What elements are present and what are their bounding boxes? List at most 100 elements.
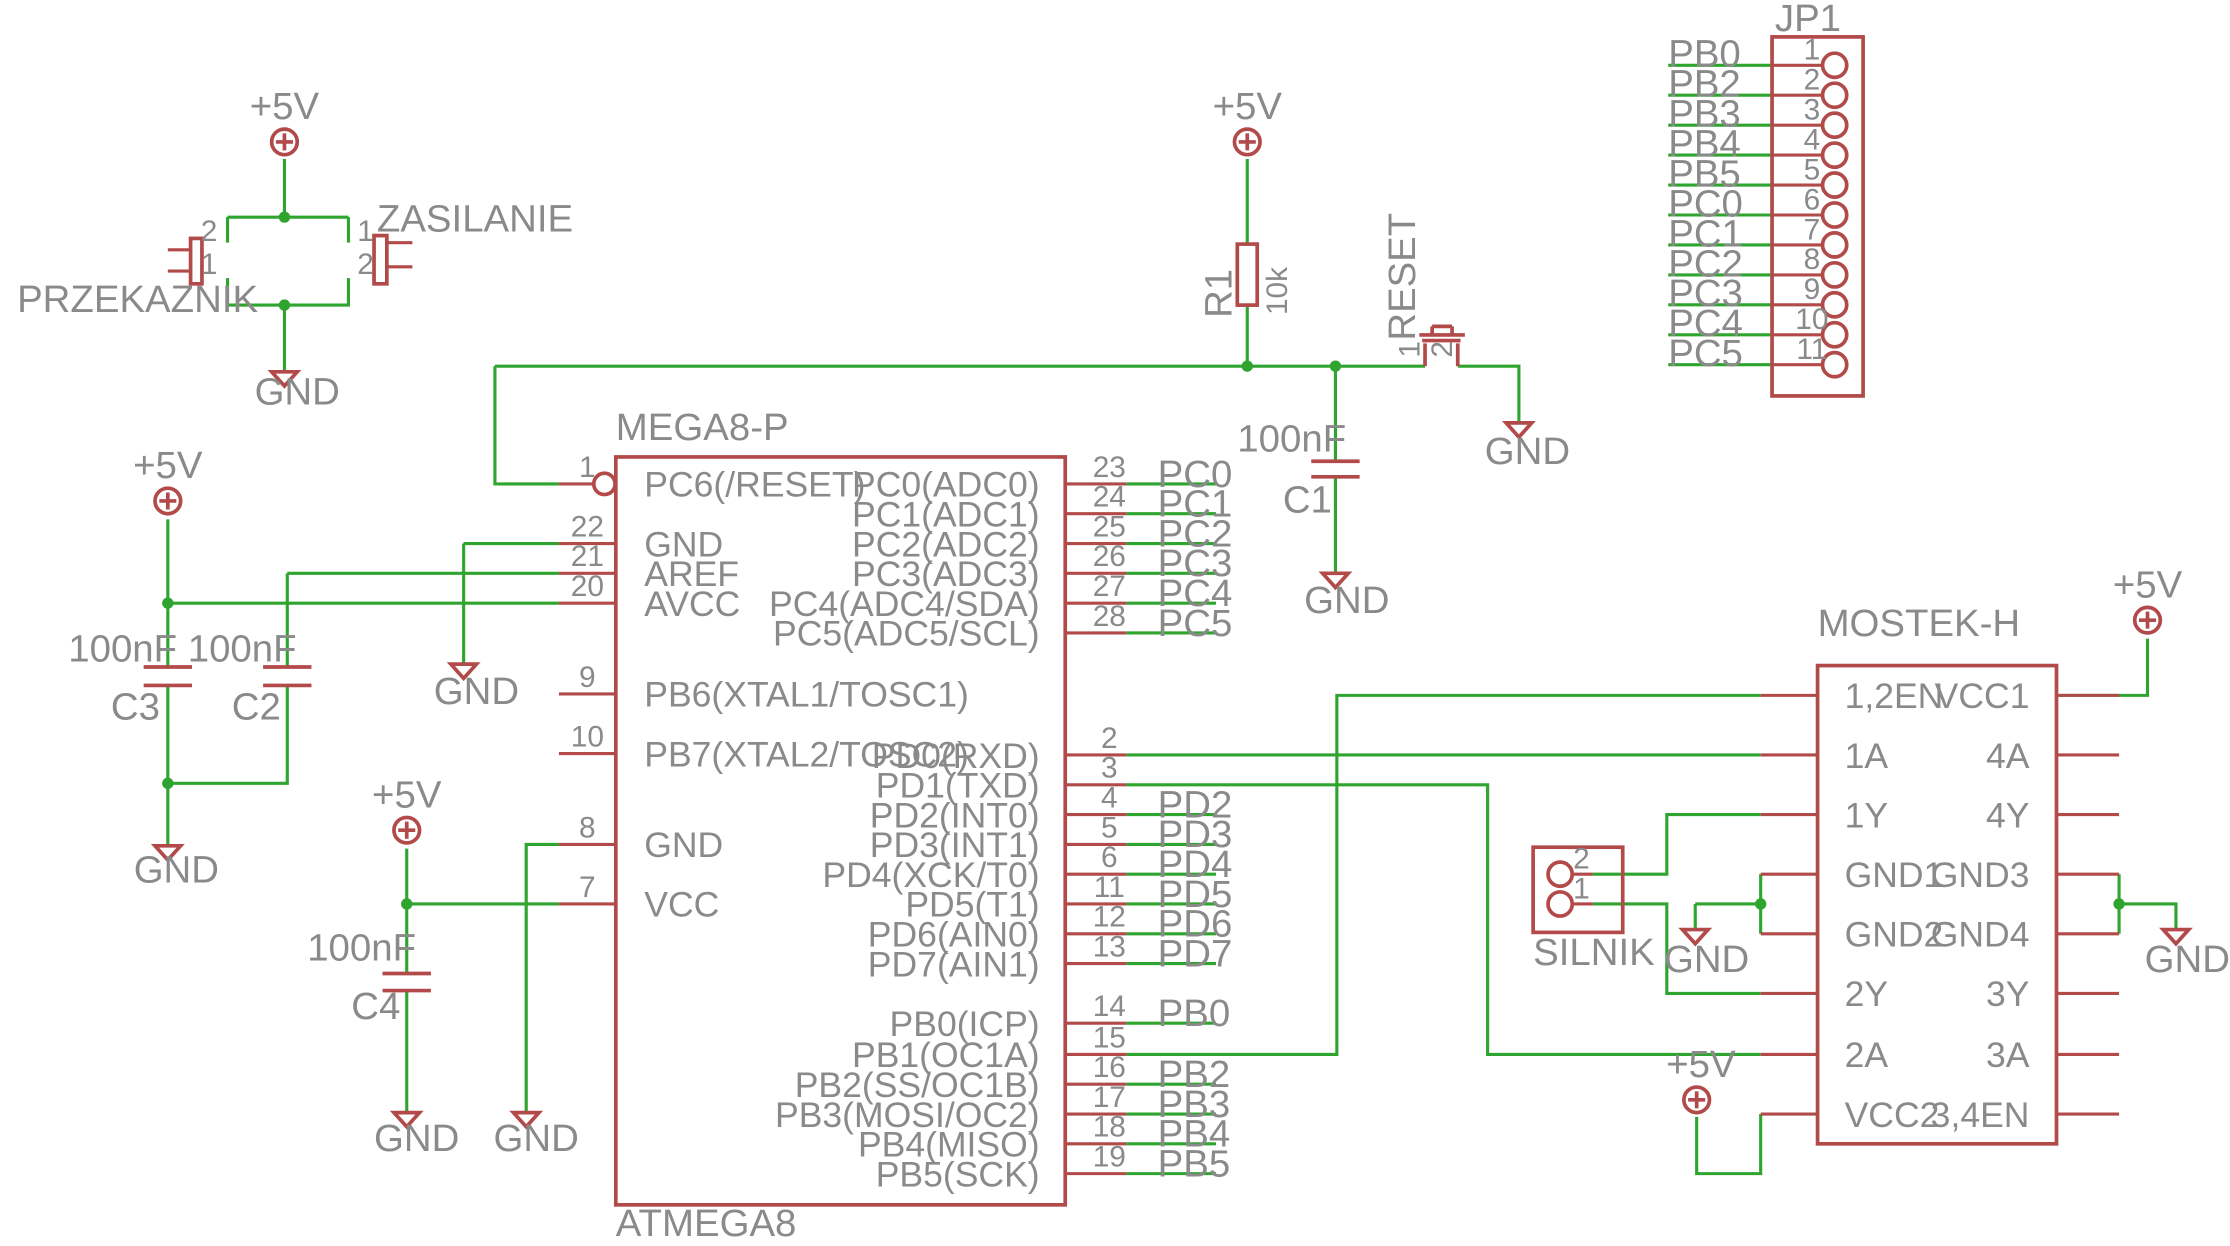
jp1-pin-number: 5 bbox=[1804, 153, 1821, 186]
h-bridge-pins: 1,2EN1A1YGND1GND22Y2AVCC2VCC14A4YGND3GND… bbox=[1760, 676, 2120, 1135]
hbridge-pin-name: 3A bbox=[1986, 1035, 2030, 1075]
jp1-pin-number: 2 bbox=[1804, 64, 1821, 97]
c2-name: C2 bbox=[232, 686, 281, 729]
jp1-pin-number: 6 bbox=[1804, 183, 1821, 216]
zasilanie-label: ZASILANIE bbox=[377, 197, 573, 240]
silnik-label: SILNIK bbox=[1533, 931, 1655, 974]
pin-number: 1 bbox=[357, 215, 374, 248]
h-bridge-chip: MOSTEK-H 1,2EN1A1YGND1GND22Y2AVCC2VCC14A… bbox=[1760, 602, 2120, 1146]
c4-name: C4 bbox=[351, 985, 400, 1028]
jp1-pin-pad bbox=[1820, 201, 1849, 229]
jp1-pin-pad bbox=[1820, 320, 1849, 349]
reset-label: RESET bbox=[1381, 213, 1424, 341]
silnik-connector: 2 1 SILNIK bbox=[1531, 843, 1655, 974]
pin-number: 2 bbox=[201, 215, 218, 248]
mcu-net-label: PC2 bbox=[1158, 512, 1233, 555]
mcu-pin-number: 23 bbox=[1093, 451, 1126, 484]
gnd-label: GND bbox=[2145, 938, 2230, 981]
vcc-label: +5V bbox=[1213, 85, 1283, 128]
vcc-label: +5V bbox=[1666, 1043, 1736, 1086]
mcu-pin-number: 19 bbox=[1093, 1141, 1126, 1174]
mcu-pin-number: 17 bbox=[1093, 1081, 1126, 1114]
mcu-pin-number: 2 bbox=[1101, 722, 1118, 755]
mcu-pin-name: PB4(MISO) bbox=[858, 1125, 1040, 1165]
mcu-net-label: PB2 bbox=[1158, 1053, 1231, 1096]
mcu-pin-number: 25 bbox=[1093, 510, 1126, 543]
jp1-pin-number: 10 bbox=[1795, 303, 1828, 336]
mcu-pin-name: PB3(MOSI/OC2) bbox=[775, 1095, 1040, 1135]
gnd-symbol: GND bbox=[494, 1110, 579, 1160]
reset-button: 1 2 RESET bbox=[1381, 213, 1465, 367]
mcu-pin-number: 27 bbox=[1093, 570, 1126, 603]
vcc-label: +5V bbox=[133, 444, 203, 487]
mcu-pin-name: PC2(ADC2) bbox=[852, 524, 1040, 564]
mcu-pin-name: PC1(ADC1) bbox=[852, 495, 1040, 535]
jp1-pin-pad bbox=[1820, 81, 1849, 110]
pin-number: 1 bbox=[1573, 872, 1590, 905]
mcu-net-label: PD7 bbox=[1158, 932, 1233, 975]
mcu-net-label: PB0 bbox=[1158, 992, 1231, 1035]
c3-name: C3 bbox=[111, 686, 160, 729]
gnd-label: GND bbox=[1485, 430, 1570, 473]
mcu-pin-name: PC0(ADC0) bbox=[852, 465, 1040, 505]
mcu-pin-name: PD6(AIN0) bbox=[868, 915, 1040, 955]
hbridge-pin-name: VCC1 bbox=[1935, 676, 2030, 716]
mcu-pin-number: 21 bbox=[571, 540, 604, 573]
mcu-pin-number: 7 bbox=[579, 871, 596, 904]
mcu-net-label: PD4 bbox=[1158, 843, 1233, 886]
mcu-pin-number: 16 bbox=[1093, 1051, 1126, 1084]
przekaznik-connector: 2 1 PRZEKAZNIK bbox=[17, 215, 258, 321]
zasilanie-connector: 1 2 ZASILANIE bbox=[357, 197, 573, 286]
gnd-label: GND bbox=[374, 1117, 459, 1160]
pin-number: 2 bbox=[357, 248, 374, 281]
c4-value: 100nF bbox=[307, 927, 416, 970]
mcu-pin-name: PB2(SS/OC1B) bbox=[795, 1065, 1040, 1105]
mcu-net-label: PC4 bbox=[1158, 572, 1233, 615]
gnd-label: GND bbox=[494, 1117, 579, 1160]
mcu-pin-name: PB7(XTAL2/TOSC2) bbox=[644, 734, 969, 774]
mcu-net-label: PD3 bbox=[1158, 813, 1233, 856]
mcu-net-label: PC3 bbox=[1158, 542, 1233, 585]
mcu-pin-name: PC4(ADC4/SDA) bbox=[769, 584, 1040, 624]
mcu-net-stubs bbox=[1126, 482, 1216, 1176]
jp1-net-label: PC1 bbox=[1668, 212, 1743, 255]
gnd-symbol: GND bbox=[1304, 571, 1389, 622]
mcu-pin-name: PD7(AIN1) bbox=[868, 944, 1040, 984]
vcc-symbol: +5V bbox=[1213, 85, 1283, 157]
jp1-name: JP1 bbox=[1775, 0, 1841, 40]
jp1-pin-number: 4 bbox=[1804, 123, 1821, 156]
mcu-name: MEGA8-P bbox=[616, 406, 789, 449]
mcu-net-label: PB4 bbox=[1158, 1113, 1231, 1156]
hbridge-pin-name: 3Y bbox=[1986, 974, 2029, 1014]
mcu-pin-number: 8 bbox=[579, 811, 596, 844]
jp1-pin-number: 11 bbox=[1796, 333, 1827, 366]
vcc-symbol: +5V bbox=[133, 444, 203, 516]
gnd-label: GND bbox=[1304, 579, 1389, 622]
mcu-pin-number: 5 bbox=[1101, 811, 1118, 844]
mcu-pin-name: GND bbox=[644, 524, 723, 564]
mcu-net-label: PB3 bbox=[1158, 1083, 1231, 1126]
jp1-net-label: PB4 bbox=[1668, 123, 1741, 166]
jp1-net-lines bbox=[1668, 63, 1773, 367]
mcu-pin-name: PD0(RXD) bbox=[872, 736, 1040, 776]
vcc-label: +5V bbox=[372, 774, 442, 817]
hbridge-pin-name: 1A bbox=[1845, 736, 1889, 776]
gnd-symbol: GND bbox=[1485, 421, 1570, 473]
mcu-pin-number: 1 bbox=[579, 451, 596, 484]
mcu-pin-name: PD5(T1) bbox=[905, 885, 1039, 925]
jp1-net-label: PB5 bbox=[1668, 153, 1741, 196]
mcu-pin-name: PC5(ADC5/SCL) bbox=[773, 614, 1040, 654]
wires bbox=[166, 63, 2178, 1176]
capacitor-c1: 100nF C1 bbox=[1237, 417, 1360, 521]
jp1-pin-pad bbox=[1820, 51, 1849, 80]
mcu-pin-number: 20 bbox=[571, 570, 604, 603]
c3-value: 100nF bbox=[68, 627, 177, 670]
hbridge-pin-name: 3,4EN bbox=[1931, 1095, 2030, 1135]
pin-number: 1 bbox=[1393, 341, 1426, 358]
mcu-net-label: PD5 bbox=[1158, 873, 1233, 916]
mcu-pin-number: 15 bbox=[1093, 1021, 1126, 1054]
vcc-symbol: +5V bbox=[2113, 563, 2183, 635]
mcu-pin-name: PB0(ICP) bbox=[890, 1004, 1040, 1044]
